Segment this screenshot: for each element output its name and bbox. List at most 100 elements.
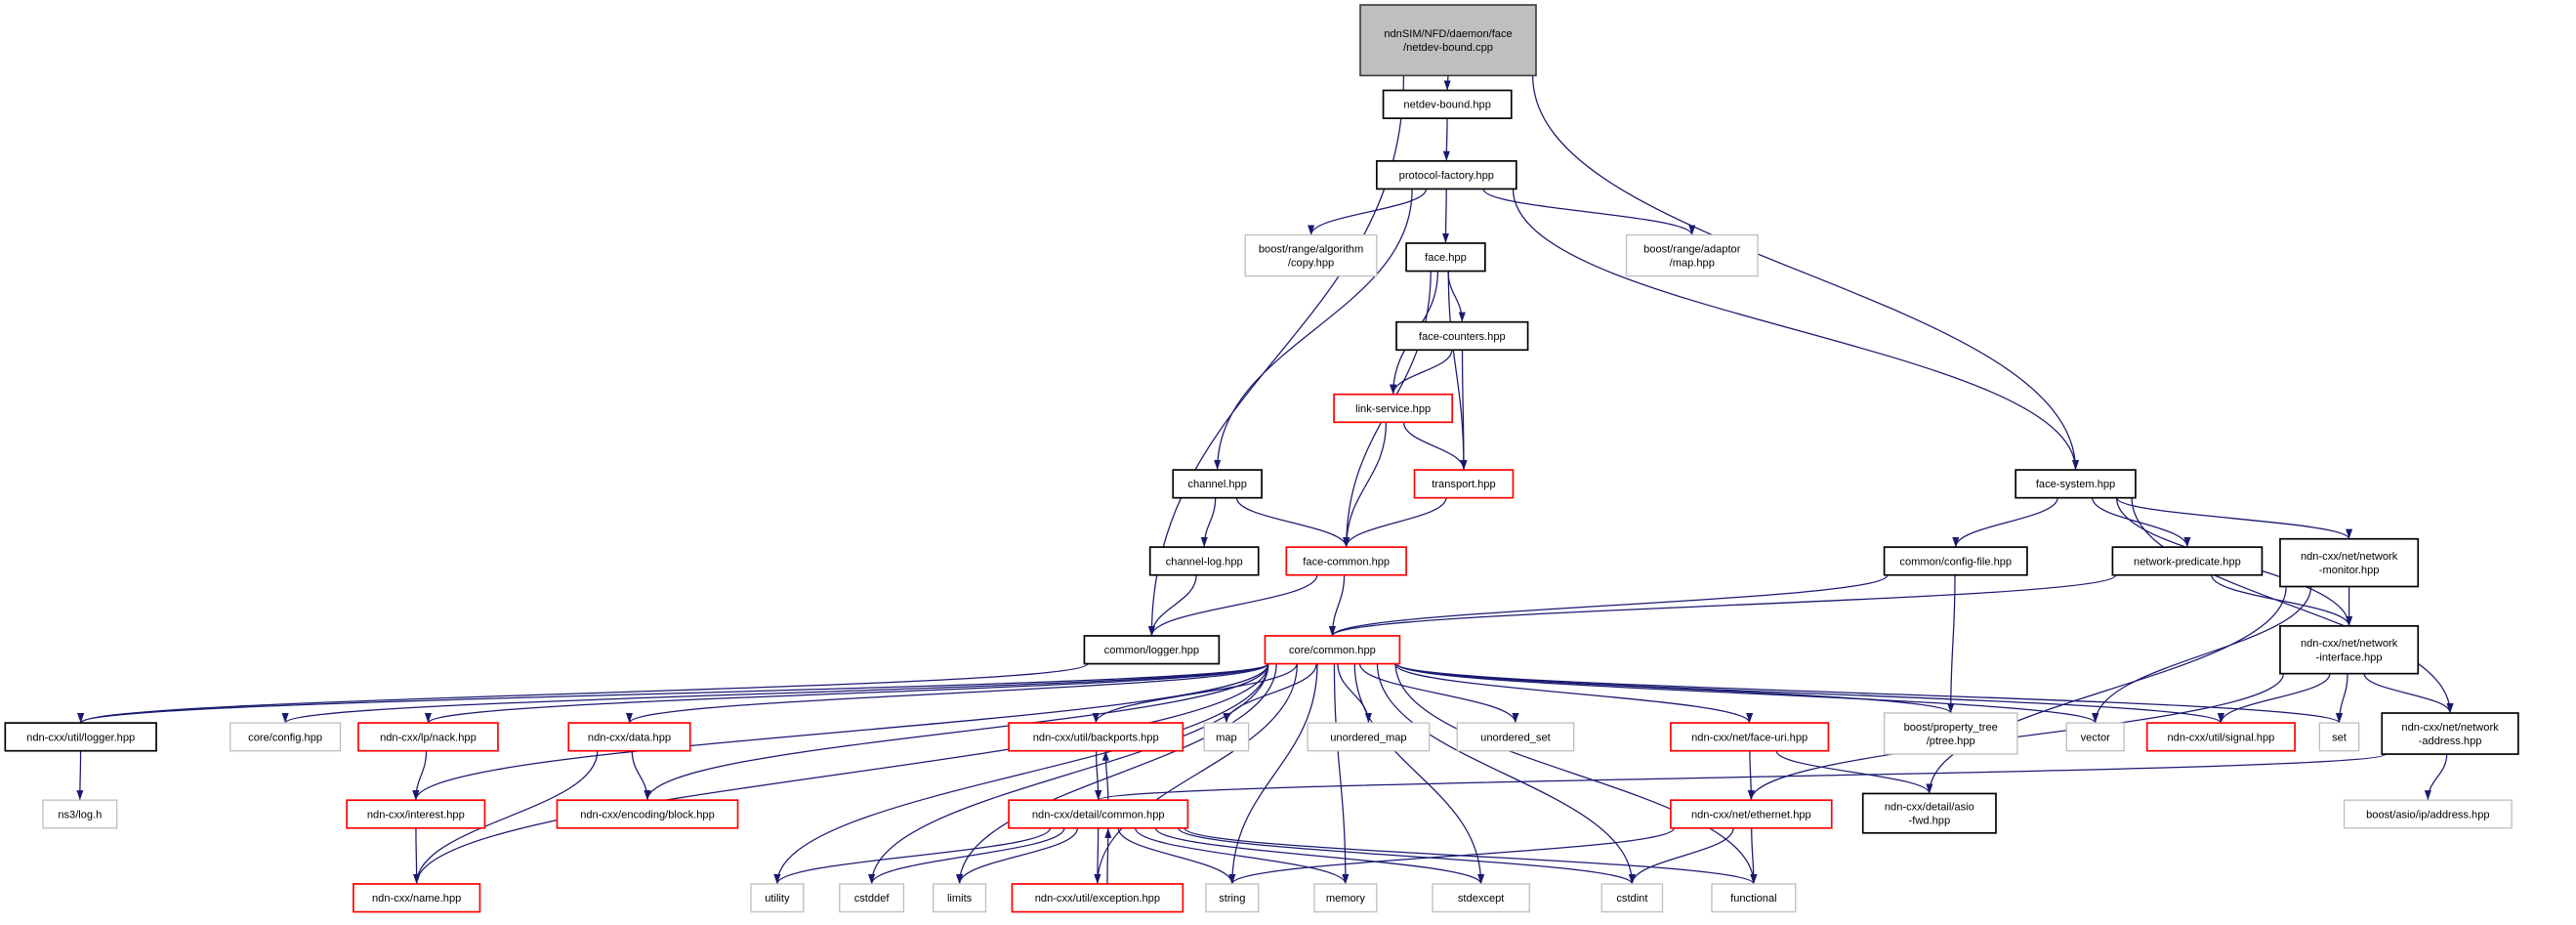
node-box: [1600, 883, 1664, 913]
node-core-common[interactable]: core/common.hpp: [1264, 635, 1401, 665]
node-asio-fwd[interactable]: ndn-cxx/detail/asio-fwd.hpp: [1861, 792, 1997, 834]
node-name[interactable]: ndn-cxx/name.hpp: [353, 883, 481, 913]
node-network-address[interactable]: ndn-cxx/net/network-address.hpp: [2381, 712, 2519, 755]
edge-detail-common-to-utility: [773, 827, 1052, 885]
node-signal[interactable]: ndn-cxx/util/signal.hpp: [2145, 722, 2296, 752]
node-channel[interactable]: channel.hpp: [1172, 469, 1263, 499]
node-protocol-factory[interactable]: protocol-factory.hpp: [1375, 160, 1517, 190]
node-unordered-map[interactable]: unordered_map: [1307, 722, 1431, 752]
node-box: [1244, 233, 1378, 277]
node-label: unordered_map: [1330, 732, 1406, 743]
node-transport[interactable]: transport.hpp: [1413, 469, 1515, 499]
node-link-service[interactable]: link-service.hpp: [1333, 393, 1454, 424]
node-exception[interactable]: ndn-cxx/util/exception.hpp: [1011, 883, 1184, 913]
edge-interest-to-name: [413, 827, 421, 884]
node-box: [2111, 546, 2264, 576]
edge-network-address-to-ip-address: [2424, 754, 2448, 801]
node-nack[interactable]: ndn-cxx/lp/nack.hpp: [357, 722, 499, 752]
node-box: [1313, 883, 1378, 913]
edge-root-to-netdev-bound: [1443, 75, 1451, 91]
edge-network-monitor-to-vector: [2092, 586, 2312, 724]
node-config-file[interactable]: common/config-file.hpp: [1883, 546, 2028, 576]
edge-ethernet-to-cstdint: [1628, 827, 1734, 885]
node-ns3-log[interactable]: ns3/log.h: [42, 799, 118, 829]
node-label: ndn-cxx/net/network: [2401, 722, 2499, 734]
edge-nack-to-interest: [412, 750, 428, 801]
node-label: /netdev-bound.cpp: [1403, 42, 1493, 54]
node-util-logger[interactable]: ndn-cxx/util/logger.hpp: [4, 722, 157, 752]
edge-transport-to-face-common: [1343, 497, 1447, 548]
edge-core-common-to-signal: [1395, 663, 2224, 724]
edge-face-counters-to-transport: [1460, 350, 1468, 471]
node-network-monitor[interactable]: ndn-cxx/net/network-monitor.hpp: [2279, 537, 2420, 588]
node-backports[interactable]: ndn-cxx/util/backports.hpp: [1008, 722, 1184, 752]
node-string[interactable]: string: [1205, 883, 1260, 913]
node-face-counters[interactable]: face-counters.hpp: [1395, 320, 1529, 352]
node-netdev-bound[interactable]: netdev-bound.hpp: [1382, 89, 1513, 119]
node-label: string: [1219, 893, 1245, 904]
node-common-logger[interactable]: common/logger.hpp: [1083, 635, 1221, 665]
node-cstdint[interactable]: cstdint: [1600, 883, 1664, 913]
node-box: [2318, 722, 2360, 752]
node-range-map[interactable]: boost/range/adaptor/map.hpp: [1625, 233, 1759, 277]
node-set[interactable]: set: [2318, 722, 2360, 752]
node-map[interactable]: map: [1203, 722, 1250, 752]
node-detail-common[interactable]: ndn-cxx/detail/common.hpp: [1008, 799, 1189, 829]
edge-core-common-to-map: [1223, 663, 1317, 724]
node-face-uri[interactable]: ndn-cxx/net/face-uri.hpp: [1670, 722, 1830, 752]
node-box: [4, 722, 157, 752]
edge-face-common-to-common-logger: [1147, 574, 1318, 637]
node-box: [1413, 469, 1515, 499]
node-label: ndn-cxx/net/face-uri.hpp: [1691, 732, 1807, 743]
node-box: [1011, 883, 1184, 913]
node-block[interactable]: ndn-cxx/encoding/block.hpp: [556, 799, 739, 829]
node-unordered-set[interactable]: unordered_set: [1456, 722, 1575, 752]
node-box: [1670, 722, 1830, 752]
node-interest[interactable]: ndn-cxx/interest.hpp: [346, 799, 486, 829]
edge-detail-common-to-string: [1117, 827, 1236, 885]
node-functional[interactable]: functional: [1711, 883, 1797, 913]
edge-core-common-to-set: [1395, 663, 2343, 724]
node-ptree[interactable]: boost/property_tree/ptree.hpp: [1883, 712, 2018, 755]
node-vector[interactable]: vector: [2065, 722, 2125, 752]
edge-core-common-to-stdexcept: [1353, 663, 1485, 884]
node-face-system[interactable]: face-system.hpp: [2015, 469, 2137, 499]
node-network-predicate[interactable]: network-predicate.hpp: [2111, 546, 2264, 576]
edge-network-interface-to-network-address: [2363, 673, 2454, 714]
edge-channel-to-face-common: [1235, 497, 1350, 548]
node-core-config[interactable]: core/config.hpp: [229, 722, 342, 752]
edge-face-system-to-network-monitor: [2115, 497, 2353, 540]
node-face-common[interactable]: face-common.hpp: [1285, 546, 1407, 576]
edge-network-predicate-to-network-interface: [2211, 574, 2353, 627]
node-label: channel.hpp: [1187, 479, 1246, 490]
node-label: ndn-cxx/net/ethernet.hpp: [1691, 809, 1811, 820]
node-face[interactable]: face.hpp: [1405, 242, 1486, 273]
node-box: [750, 883, 805, 913]
node-stdexcept[interactable]: stdexcept: [1432, 883, 1530, 913]
node-range-copy[interactable]: boost/range/algorithm/copy.hpp: [1244, 233, 1378, 277]
node-label: face-counters.hpp: [1419, 331, 1506, 343]
node-root[interactable]: ndnSIM/NFD/daemon/face/netdev-bound.cpp: [1359, 4, 1537, 77]
node-network-interface[interactable]: ndn-cxx/net/network-interface.hpp: [2279, 625, 2420, 675]
nodes-layer: ndnSIM/NFD/daemon/face/netdev-bound.cpp n…: [4, 4, 2519, 913]
edge-link-service-to-transport: [1402, 422, 1468, 471]
node-box: [1670, 799, 1833, 829]
node-box: [1382, 89, 1513, 119]
node-label: unordered_set: [1480, 732, 1551, 743]
node-box: [2381, 712, 2519, 755]
node-memory[interactable]: memory: [1313, 883, 1378, 913]
node-data[interactable]: ndn-cxx/data.hpp: [567, 722, 691, 752]
node-label: -monitor.hpp: [2319, 565, 2380, 576]
node-ethernet[interactable]: ndn-cxx/net/ethernet.hpp: [1670, 799, 1833, 829]
node-label: ndn-cxx/util/signal.hpp: [2168, 732, 2275, 743]
node-channel-log[interactable]: channel-log.hpp: [1148, 546, 1260, 576]
node-limits[interactable]: limits: [933, 883, 987, 913]
node-label: -interface.hpp: [2316, 652, 2383, 663]
node-cstddef[interactable]: cstddef: [839, 883, 905, 913]
node-utility[interactable]: utility: [750, 883, 805, 913]
edge-face-uri-to-asio-fwd: [1775, 750, 1933, 794]
node-ip-address[interactable]: boost/asio/ip/address.hpp: [2343, 799, 2513, 829]
edge-core-common-to-cstddef: [868, 663, 1269, 884]
edge-core-common-to-name: [413, 663, 1269, 884]
